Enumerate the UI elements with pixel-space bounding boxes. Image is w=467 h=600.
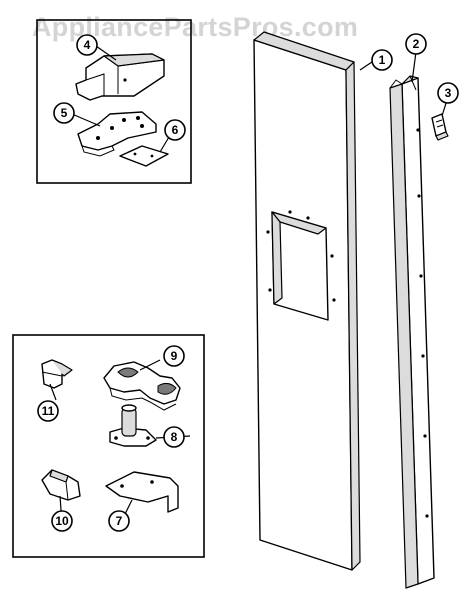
callout-1: 1 (371, 49, 393, 71)
callout-2: 2 (405, 33, 427, 55)
callout-7: 7 (108, 510, 130, 532)
svg-text:5: 5 (61, 106, 68, 120)
callout-3: 3 (437, 82, 459, 104)
svg-text:11: 11 (42, 404, 55, 418)
part-8-hinge-pin[interactable] (109, 404, 157, 447)
svg-text:4: 4 (84, 38, 91, 52)
part-11-bracket[interactable] (41, 359, 73, 389)
part-6-hinge-shim[interactable] (119, 145, 169, 167)
part-1-door-panel[interactable] (253, 31, 361, 571)
detail-box-bottom (12, 334, 205, 558)
part-9-hinge-arm[interactable] (103, 361, 181, 411)
part-7-hinge-bracket[interactable] (0, 471, 179, 513)
callout-11: 11 (37, 400, 59, 422)
svg-text:2: 2 (413, 37, 420, 51)
svg-text:6: 6 (172, 123, 179, 137)
part-4-hinge-cover[interactable] (75, 53, 165, 101)
svg-text:7: 7 (116, 514, 123, 528)
callout-6: 6 (164, 119, 186, 141)
part-2-trim-strip[interactable] (389, 75, 435, 589)
callout-5: 5 (53, 102, 75, 124)
svg-text:1: 1 (379, 53, 386, 67)
part-10-bracket[interactable] (41, 469, 81, 501)
callout-8: 8 (163, 426, 185, 448)
svg-text:3: 3 (445, 86, 452, 100)
part-5-hinge-plate[interactable] (77, 111, 157, 157)
callout-9: 9 (163, 345, 185, 367)
callout-4: 4 (76, 34, 98, 56)
detail-box-top (36, 19, 192, 184)
part-3-clip[interactable] (431, 113, 449, 141)
svg-text:9: 9 (171, 349, 178, 363)
callout-10: 10 (51, 510, 73, 532)
svg-text:8: 8 (171, 430, 178, 444)
svg-text:10: 10 (55, 514, 69, 528)
